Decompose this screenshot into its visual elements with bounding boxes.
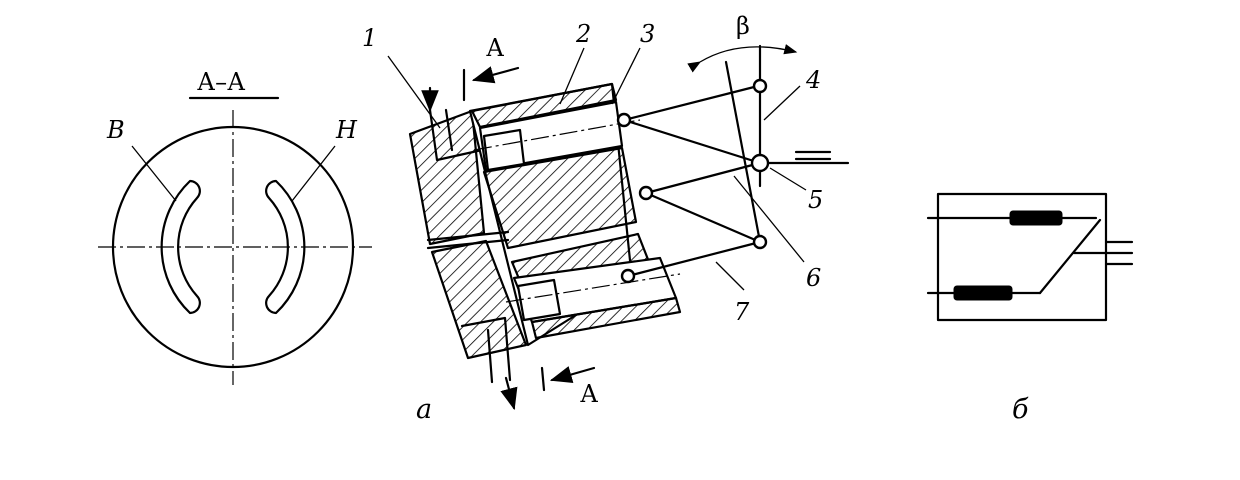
caption-a: а xyxy=(416,394,432,425)
cylinder-block-core xyxy=(482,146,638,250)
left-kidney-port xyxy=(160,179,201,315)
section-title: А–А xyxy=(197,68,245,96)
leader-3 xyxy=(611,47,641,105)
caption-b: б xyxy=(1012,394,1029,425)
lower-cylinder-axis xyxy=(505,273,681,303)
inlet-channel-wall xyxy=(444,108,454,152)
rod-middle xyxy=(644,161,762,195)
leader-6 xyxy=(733,175,805,263)
rod-middle-lower xyxy=(644,191,762,244)
cylinder-block-bottom-wall xyxy=(530,296,682,340)
upper-cylinder-axis xyxy=(473,119,641,151)
angle-beta-label: β xyxy=(736,12,750,40)
shaft-upper-edge xyxy=(426,230,510,242)
part-label-1: 1 xyxy=(362,24,377,52)
section-mark-top-arrow xyxy=(471,66,520,84)
inlet-channel xyxy=(428,108,484,162)
part-label-6: 6 xyxy=(806,264,821,292)
leader-h xyxy=(291,145,336,202)
part-label-7: 7 xyxy=(734,298,750,326)
pivot-middle xyxy=(638,185,654,201)
diagonal-link xyxy=(1038,218,1102,295)
part-label-4: 4 xyxy=(805,66,821,94)
section-mark-bottom-label: А xyxy=(580,380,598,408)
leader-5 xyxy=(769,167,807,191)
rod-upper xyxy=(622,118,762,165)
upper-throttle xyxy=(1009,210,1063,226)
leader-7 xyxy=(715,261,745,291)
symbol-frame xyxy=(936,192,1108,322)
rod-lower xyxy=(626,240,762,278)
pivot-top xyxy=(752,78,768,94)
rod-upper-outer xyxy=(622,84,760,122)
leader-b xyxy=(131,145,177,202)
leader-2 xyxy=(559,47,585,105)
distributor-upper xyxy=(408,109,486,246)
outlet-flow-arrow xyxy=(500,376,518,411)
outlet-channel-wall xyxy=(486,328,494,384)
section-mark-bottom-arrow xyxy=(549,366,596,384)
section-aa-view: А–А В Н xyxy=(98,68,372,385)
angle-beta-arc xyxy=(687,44,798,73)
main-view: β А А 1 2 3 4 5 6 7 а xyxy=(362,12,850,425)
upper-piston-shoe xyxy=(482,128,526,172)
lower-piston-shoe xyxy=(516,278,562,322)
label-h: Н xyxy=(335,116,358,144)
pivot-upper-piston xyxy=(616,112,632,128)
leader-4 xyxy=(763,85,801,121)
symbol-view: б xyxy=(926,192,1134,425)
right-kidney-port xyxy=(265,179,306,315)
pivot-center xyxy=(750,153,770,173)
pivot-bottom xyxy=(752,234,768,250)
swash-plate-inclined xyxy=(724,60,762,244)
shaft-lower-edge xyxy=(426,238,510,250)
leader-1 xyxy=(387,55,441,129)
part-label-2: 2 xyxy=(575,20,591,48)
lower-throttle xyxy=(953,285,1013,301)
pivot-lower-piston xyxy=(620,268,636,284)
outlet-channel xyxy=(460,316,512,382)
label-b: В xyxy=(106,116,125,144)
part-label-5: 5 xyxy=(808,186,823,214)
section-mark-bottom-line xyxy=(540,366,546,392)
part-label-3: 3 xyxy=(640,20,655,48)
section-mark-top-label: А xyxy=(486,34,504,62)
